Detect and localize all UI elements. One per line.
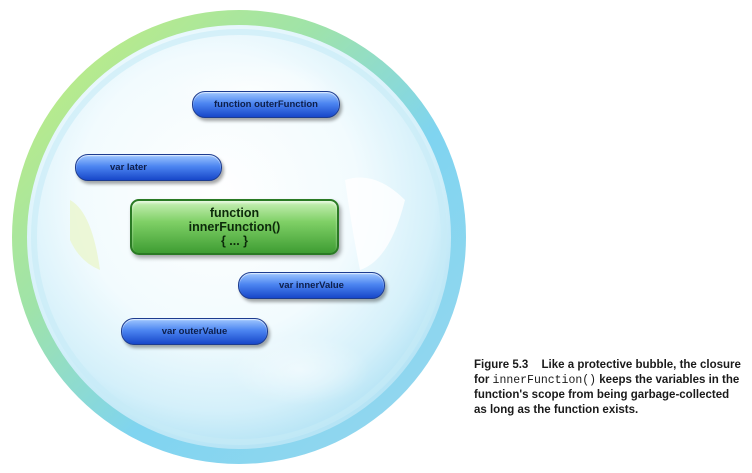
figure-number: Figure 5.3	[474, 359, 529, 371]
outer-value-pill: var outerValue	[121, 318, 268, 345]
figure-caption: Figure 5.3 Like a protective bubble, the…	[474, 358, 744, 417]
reflection-right	[345, 177, 405, 270]
later-variable-label: var later	[110, 162, 147, 173]
caption-text-after: keeps the variables in the function's sc…	[474, 373, 740, 416]
inner-function-name: innerFunction()	[188, 220, 281, 234]
outer-function-label: function outerFunction	[214, 99, 318, 110]
later-variable-pill: var later	[75, 154, 222, 181]
reflection-bottom	[230, 335, 370, 405]
inner-function-box: function innerFunction() { ... }	[130, 199, 339, 255]
outer-value-label: var outerValue	[161, 326, 228, 337]
caption-text-before: Like a protective bubble, the closure fo…	[474, 359, 741, 386]
outer-function-pill: function outerFunction	[192, 91, 340, 118]
inner-value-label: var innerValue	[279, 280, 344, 291]
reflection-left	[70, 200, 100, 270]
inner-function-body: { ... }	[220, 234, 249, 248]
inner-function-keyword: function	[209, 206, 260, 220]
inner-value-pill: var innerValue	[238, 272, 385, 299]
caption-code: innerFunction()	[492, 373, 597, 387]
